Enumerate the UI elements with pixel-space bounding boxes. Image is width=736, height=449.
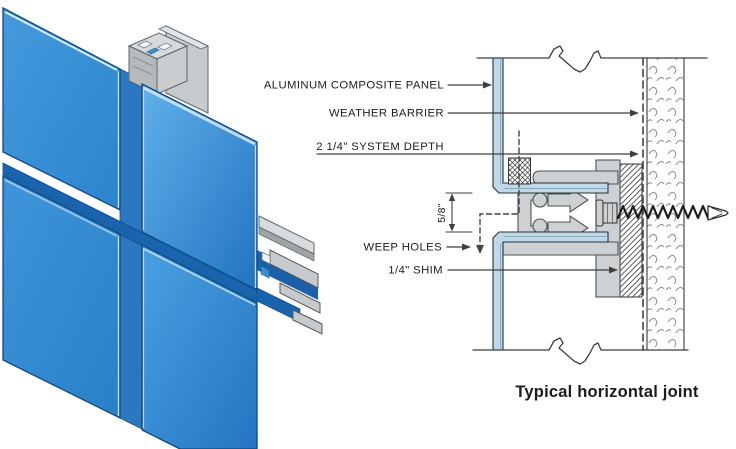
extrusion-lower-flange (497, 241, 619, 256)
acm-panel-upper (492, 57, 609, 194)
acm-panel-section (492, 57, 609, 351)
section-caption: Typical horizontal joint (515, 383, 699, 401)
screw-boss-lower (532, 218, 548, 234)
screw-fastener (595, 199, 729, 227)
horizontal-extrusion-cutaway (256, 215, 323, 335)
panel-lower-right (141, 243, 258, 449)
label-aluminum-composite-panel: ALUMINUM COMPOSITE PANEL (264, 80, 444, 92)
break-squiggle-top (548, 45, 602, 73)
vertical-joint-reveal (119, 68, 143, 430)
wall-sheathing (646, 57, 685, 351)
screw-drill-tip (707, 205, 729, 221)
panel-upper-left (2, 6, 121, 212)
screw-washer (595, 199, 604, 227)
panel-upper-right (141, 82, 258, 292)
break-squiggle-bottom (548, 337, 602, 365)
joint-gasket (508, 157, 531, 185)
label-weather-barrier: WEATHER BARRIER (329, 108, 444, 120)
section-view: 5/8" ALUMINUM COMPOSITE PANEL WEATHER BA… (264, 45, 729, 401)
shim (619, 163, 643, 298)
acm-panels-isometric (2, 6, 258, 449)
weep-path (476, 130, 520, 254)
acm-panel-lower (492, 231, 609, 351)
label-shim: 1/4" SHIM (388, 265, 443, 277)
isometric-view (2, 6, 323, 449)
screw-hex-head (602, 202, 618, 224)
panel-lower-left (2, 174, 121, 420)
dimension-joint-gap-label: 5/8" (436, 203, 448, 223)
leader-lines (316, 81, 639, 274)
label-system-depth: 2 1/4" SYSTEM DEPTH (316, 141, 444, 153)
dimension-joint-gap (445, 192, 473, 233)
screw-boss-upper (532, 192, 548, 208)
extrusion-upper-flange (532, 170, 619, 185)
screw-thread (616, 204, 710, 220)
break-lines (472, 45, 708, 365)
vertical-mullion-extrusion (127, 25, 209, 114)
label-weep-holes: WEEP HOLES (364, 242, 443, 254)
